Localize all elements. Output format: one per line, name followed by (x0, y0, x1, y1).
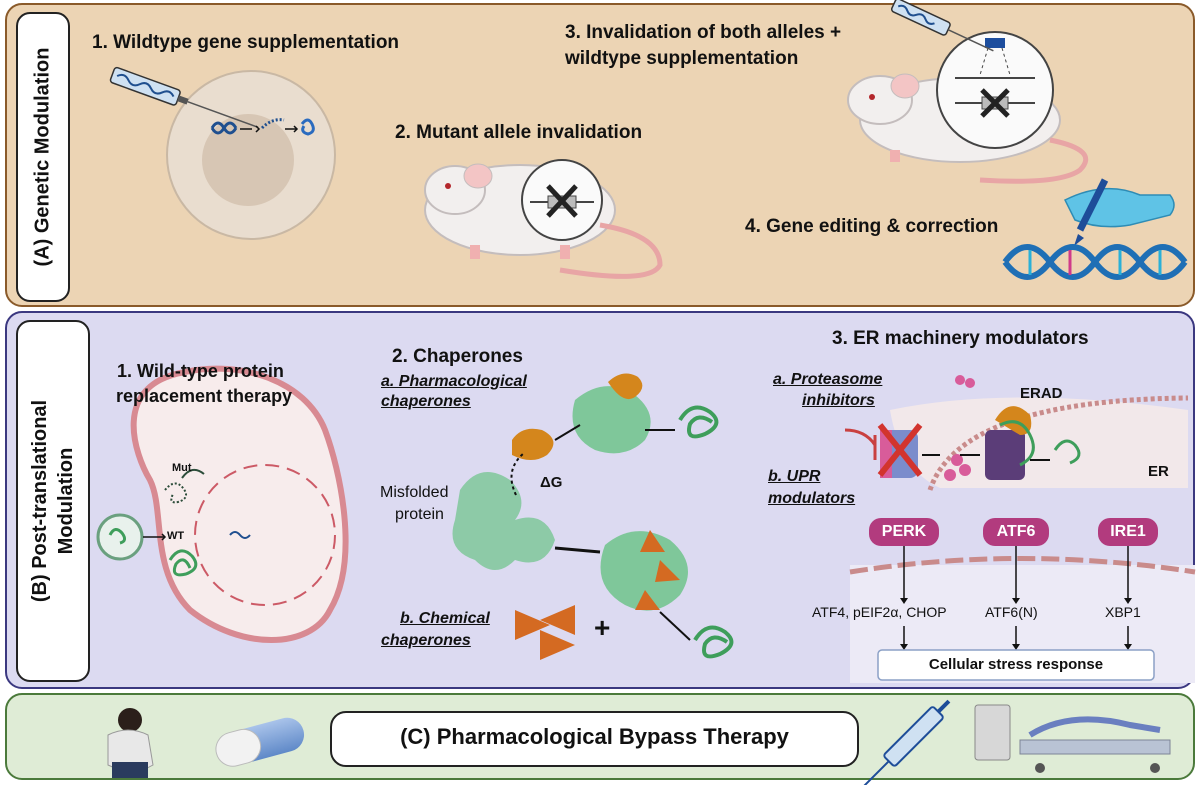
stress-response-label: Cellular stress response (928, 656, 1104, 673)
er-modulators-title: 3. ER machinery modulators (832, 328, 1089, 349)
chemical-chaperone-icon (515, 605, 575, 660)
pill-capsule-icon (215, 717, 305, 767)
proteasome-inhibitors-line1: a. Proteasome (773, 371, 883, 388)
dna-double-helix-icon (1002, 244, 1188, 280)
upr-modulators-line2: modulators (768, 490, 856, 507)
proteasome-inhibitors-line2: inhibitors (802, 392, 875, 409)
pharmacological-chaperones-line2: chaperones (381, 393, 471, 410)
syringe-icon (109, 66, 259, 129)
panel-b-label-line2: Modulation (55, 447, 77, 555)
syringe-icon-2 (890, 0, 994, 52)
chemical-chaperone-protein-icon (600, 530, 688, 611)
vesicle-icon (96, 513, 167, 561)
misfolded-protein-line2: protein (395, 506, 444, 523)
plus-sign: + (594, 612, 611, 643)
erad-complex-icon (922, 406, 1081, 480)
atf6-pill: ATF6 (983, 518, 1049, 546)
pharmacological-chaperones-line1: a. Pharmacological (381, 373, 527, 390)
dna-strand-icon (210, 121, 261, 135)
er-membrane-graphic (890, 395, 1189, 491)
panel-c-label-box (330, 711, 859, 767)
inhibitor-symbol (844, 428, 877, 460)
panel-a-item3-line1: 3. Invalidation of both alleles + (565, 22, 842, 43)
panel-a-item3-line2: wildtype supplementation (565, 48, 799, 69)
pharmacological-chaperone-icon (512, 428, 554, 460)
erad-label: ERAD (1020, 385, 1063, 402)
panel-b-label-box: (B) Post-translational Modulation (16, 320, 90, 682)
gene-editing-hand-icon (1063, 178, 1175, 246)
refolded-protein-icon (693, 625, 734, 659)
panel-a-item1: 1. Wildtype gene supplementation (92, 32, 400, 53)
cell-graphic (166, 70, 336, 240)
mutant-protein-icon (164, 468, 205, 504)
allele-knockout-icon (521, 159, 603, 241)
stress-response-box (877, 649, 1155, 681)
mrna-icon (260, 118, 315, 136)
wt-label: WT (167, 530, 185, 542)
panel-b-label-line1: (B) Post-translational (29, 399, 51, 603)
chemical-chaperones-line1: b. Chemical (400, 610, 490, 627)
upr-arrows (903, 546, 1129, 646)
proteasome-icon (877, 423, 923, 478)
chaperone-arrows (510, 424, 691, 641)
perk-target: ATF4, pEIF2α, CHOP (812, 604, 947, 620)
chaperones-title: 2. Chaperones (392, 346, 523, 367)
panel-a-item4: 4. Gene editing & correction (745, 216, 999, 237)
panel-a-item2: 2. Mutant allele invalidation (395, 122, 643, 143)
panel-c-label: (C) Pharmacological Bypass Therapy (400, 724, 789, 749)
folded-protein-icon (678, 405, 719, 439)
chaperone-bound-protein-icon (572, 373, 651, 454)
mut-label: Mut (172, 462, 192, 474)
upr-arrowheads (900, 598, 1132, 650)
panel-a-label-box: (A) Genetic Modulation (16, 12, 70, 302)
ire1-target: XBP1 (1105, 604, 1141, 620)
misfolded-protein-line1: Misfolded (380, 484, 449, 501)
ire1-pill: IRE1 (1098, 518, 1158, 546)
delta-g-label: ΔG (540, 474, 563, 491)
atf6-target: ATF6(N) (985, 604, 1038, 620)
ubiquitin-icon (944, 375, 975, 481)
perk-pill: PERK (869, 518, 939, 546)
wildtype-protein-icon (168, 549, 198, 577)
panel-b-item1-line1: 1. Wild-type protein (117, 361, 284, 381)
panel-b-item1-line2: replacement therapy (116, 386, 293, 406)
upr-modulators-line1: b. UPR (768, 468, 821, 485)
er-label: ER (1148, 463, 1169, 480)
chemical-chaperones-line2: chaperones (381, 632, 471, 649)
panel-a-label: (A) Genetic Modulation (31, 47, 54, 267)
hospital-bed-icon (974, 704, 1171, 773)
allele-replacement-icon (936, 31, 1054, 149)
patient-icon (107, 708, 154, 778)
misfolded-protein-icon (452, 472, 555, 570)
panel-b-label: (B) Post-translational Modulation (27, 400, 79, 602)
injection-syringe-icon (863, 699, 951, 785)
